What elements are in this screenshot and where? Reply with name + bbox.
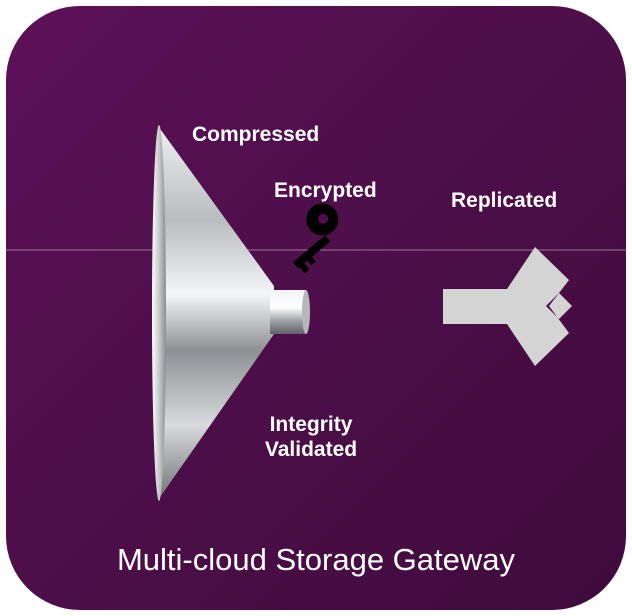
integrity-label-line1: Integrity (269, 413, 353, 436)
integrity-label-line2: Validated (264, 438, 358, 461)
funnel-icon (152, 125, 310, 501)
diagram-title: Multi-cloud Storage Gateway (116, 542, 516, 577)
integrity-label: Integrity Validated (252, 412, 370, 462)
diagram-graphics (6, 125, 626, 501)
replicated-label: Replicated (451, 189, 558, 212)
encrypted-label: Encrypted (274, 179, 377, 202)
split-arrow-icon (443, 247, 572, 366)
compressed-label: Compressed (192, 123, 320, 146)
key-icon (293, 203, 339, 274)
diagram-panel: Compressed Encrypted Replicated Integrit… (6, 6, 626, 610)
